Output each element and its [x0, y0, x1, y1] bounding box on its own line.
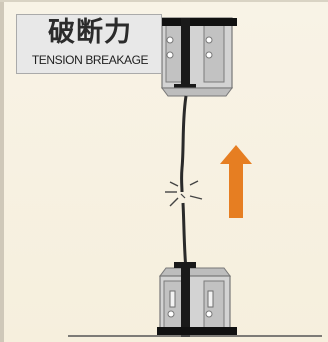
lower-clamp [157, 262, 237, 337]
arrow-up-icon [220, 145, 252, 218]
upper-clamp [157, 17, 237, 97]
left-frame-edge [0, 0, 4, 342]
top-frame-edge [0, 0, 328, 2]
wire-lower [181, 202, 188, 271]
wire-upper [180, 95, 188, 193]
title-japanese: 破断力 [48, 17, 132, 48]
title-plate: 破断力 TENSION BREAKAGE [16, 14, 162, 74]
break-burst-icon [165, 180, 203, 207]
title-english: TENSION BREAKAGE [31, 53, 149, 67]
